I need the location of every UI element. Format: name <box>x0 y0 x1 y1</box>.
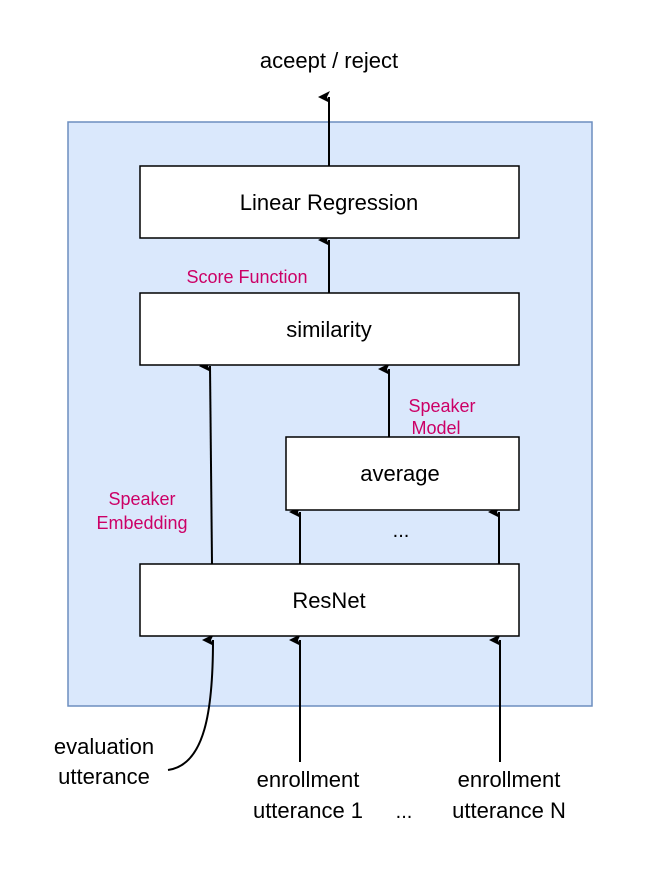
enrollment-utterance-n-line2: utterance N <box>452 798 566 823</box>
inner-ellipsis: ... <box>393 520 410 542</box>
speaker-model-annotation-line1: Speaker <box>408 396 475 416</box>
speaker-embedding-annotation-line2: Embedding <box>96 513 187 533</box>
similarity-box <box>139 292 520 366</box>
input-ellipsis: ... <box>396 801 413 823</box>
score-function-annotation: Score Function <box>186 267 307 287</box>
linear-regression-label: Linear Regression <box>240 190 419 215</box>
similarity-label: similarity <box>286 317 372 342</box>
resnet-box <box>139 563 520 637</box>
linear-regression-box <box>139 165 520 239</box>
enrollment-utterance-1-line1: enrollment <box>257 767 360 792</box>
enrollment-utterance-n-line1: enrollment <box>458 767 561 792</box>
average-box <box>285 436 520 511</box>
evaluation-utterance-line2: utterance <box>58 764 150 789</box>
resnet-label: ResNet <box>292 588 365 613</box>
arrow-evaluation-to-resnet <box>167 634 215 771</box>
enrollment-utterance-1-line2: utterance 1 <box>253 798 363 823</box>
output-label: aceept / reject <box>260 48 398 73</box>
speaker-embedding-annotation-line1: Speaker <box>108 489 175 509</box>
evaluation-utterance-line1: evaluation <box>54 734 154 759</box>
arrow-resnet-to-similarity <box>199 359 213 565</box>
speaker-model-annotation-line2: Model <box>411 418 460 438</box>
average-label: average <box>360 461 440 486</box>
